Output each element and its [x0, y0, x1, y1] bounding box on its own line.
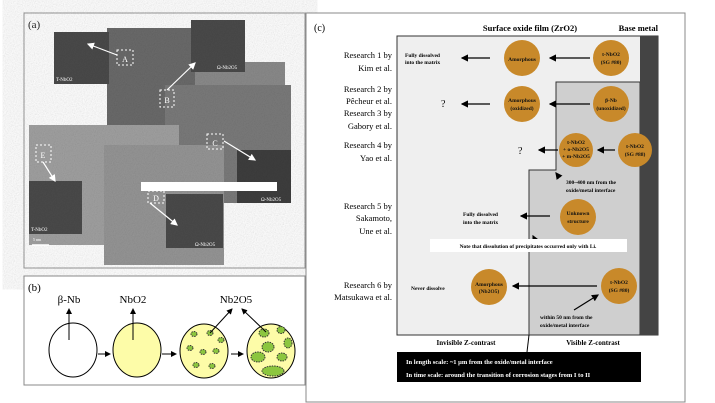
svg-text:into the matrix: into the matrix [405, 60, 440, 66]
svg-text:?: ? [518, 146, 523, 157]
svg-text:Never dissolve: Never dissolve [411, 286, 445, 292]
svg-text:Amorphous: Amorphous [508, 98, 536, 104]
svg-text:t-NbO2: t-NbO2 [610, 280, 628, 286]
svg-text:(oxidized): (oxidized) [510, 105, 533, 112]
svg-text:Research 4 by: Research 4 by [344, 140, 393, 150]
svg-text:C: C [212, 139, 217, 148]
svg-text:A: A [122, 55, 128, 64]
svg-text:Amorphous: Amorphous [475, 282, 503, 288]
nbo2-label: NbO2 [120, 294, 147, 306]
summary-length: In length scale: ~1 μm from the oxide/me… [406, 359, 553, 366]
label-arrows [66, 308, 267, 357]
research-5-authors-line-2: Une et al. [359, 226, 392, 236]
svg-text:(SG #80): (SG #80) [601, 59, 622, 66]
region-boxes [35, 49, 224, 204]
svg-text:T-NbO2: T-NbO2 [56, 78, 73, 83]
circle-labels: Amorphous t-NbO2(SG #80) Amorphous(oxidi… [475, 52, 645, 295]
svg-text:Gabory et al.: Gabory et al. [348, 121, 392, 131]
svg-text:Ω-Nb2O5: Ω-Nb2O5 [261, 198, 282, 203]
nbo2-particle [112, 322, 162, 378]
beta-nb-label: β-Nb [58, 294, 81, 306]
transformation-arrows [460, 54, 615, 311]
svg-text:Sakamoto,: Sakamoto, [356, 213, 392, 223]
panel-b: (b) β-Nb NbO2 Nb2O5 [23, 275, 306, 386]
svg-text:oxide/metal interface: oxide/metal interface [566, 188, 616, 194]
region-arrows [42, 42, 257, 226]
interface-pointer [526, 334, 530, 353]
white-strip [141, 182, 277, 191]
visible-z-label: Visible Z-contrast [566, 339, 620, 347]
nb2o5-label: Nb2O5 [220, 294, 253, 306]
svg-text:T-NbO2: T-NbO2 [31, 228, 48, 233]
circle-r1-amorphous [504, 40, 540, 76]
beta-nb-particle [48, 322, 98, 378]
summary-time: In time scale: around the transition of … [406, 372, 591, 379]
summary-box [397, 352, 641, 382]
circle-r2-beta-nb [593, 86, 629, 122]
region-labels: A B C D E [41, 55, 218, 203]
svg-text:(unoxidized): (unoxidized) [596, 105, 626, 112]
research-labels: Research 1 by Kim et al. Research 2 by Pêc… [334, 50, 393, 302]
svg-text:Research 6 by: Research 6 by [344, 280, 393, 290]
base-metal [640, 36, 658, 335]
svg-text:Amorphous: Amorphous [508, 57, 536, 63]
circle-r4-tnbo2 [618, 133, 652, 167]
panel-c-label: (c) [314, 23, 325, 34]
invisible-z-label: Invisible Z-contrast [437, 339, 497, 347]
metal-header: Base metal [619, 23, 659, 33]
svg-text:into the matrix: into the matrix [463, 220, 498, 226]
svg-text:β-Nb: β-Nb [605, 98, 617, 104]
svg-text:Ω-Nb2O5: Ω-Nb2O5 [195, 243, 216, 248]
svg-text:Unknown: Unknown [567, 211, 590, 217]
circle-r1-tnbo2 [593, 40, 629, 76]
svg-text:+ m-Nb2O5: + m-Nb2O5 [562, 154, 590, 160]
svg-text:t-NbO2: t-NbO2 [602, 52, 620, 58]
svg-text:Kim et al.: Kim et al. [358, 63, 392, 73]
circle-r6-tnbo2 [601, 268, 637, 304]
svg-text:B: B [164, 96, 169, 105]
svg-text:Research 1 by: Research 1 by [344, 50, 393, 60]
circle-r5-unknown [560, 199, 596, 235]
oxide-header: Surface oxide film (ZrO2) [483, 23, 577, 33]
svg-text:t-NbO2: t-NbO2 [567, 140, 585, 146]
svg-text:Yao et al.: Yao et al. [360, 153, 392, 163]
svg-text:?: ? [441, 99, 446, 110]
svg-text:(SG #80): (SG #80) [609, 287, 630, 294]
li-note-box [430, 239, 627, 252]
svg-text:Pêcheur et al.: Pêcheur et al. [346, 96, 392, 106]
svg-text:Fully dissolved: Fully dissolved [463, 212, 498, 218]
panel-b-label: (b) [28, 282, 41, 294]
li-note: Note that dissolution of precipitates oc… [460, 244, 597, 250]
svg-text:+ o-Nb2O5: + o-Nb2O5 [563, 147, 589, 153]
svg-text:structure: structure [567, 219, 589, 225]
circle-r6-amorphous [471, 269, 507, 305]
svg-text:(Nb2O5): (Nb2O5) [479, 288, 500, 295]
svg-text:(SG #88): (SG #88) [625, 151, 646, 158]
precipitate-circles [471, 40, 652, 305]
svg-text:D: D [153, 194, 159, 203]
svg-text:Ω-Nb2O5: Ω-Nb2O5 [217, 66, 238, 71]
svg-text:within 50 nm from the: within 50 nm from the [540, 315, 593, 321]
svg-text:E: E [41, 151, 46, 160]
svg-text:oxide/metal interface: oxide/metal interface [540, 323, 590, 329]
circle-r2-amorphous [504, 86, 540, 122]
svg-text:Research 3 by: Research 3 by [344, 108, 393, 118]
svg-text:Research 2 by: Research 2 by [344, 84, 393, 94]
svg-text:Matsukawa et al.: Matsukawa et al. [334, 292, 392, 302]
panel-c: (c) Surface oxide film (ZrO2) Base metal… [305, 12, 686, 403]
svg-text:Fully dissolved: Fully dissolved [405, 53, 440, 59]
circle-r4-mixed [559, 133, 593, 167]
scale-bar-label: 5 nm [33, 237, 42, 242]
panel-a-label: (a) [28, 19, 41, 31]
svg-text:Research 5 by: Research 5 by [344, 201, 393, 211]
svg-text:300~400 nm from the: 300~400 nm from the [566, 180, 617, 186]
svg-text:t-NbO2: t-NbO2 [626, 144, 644, 150]
